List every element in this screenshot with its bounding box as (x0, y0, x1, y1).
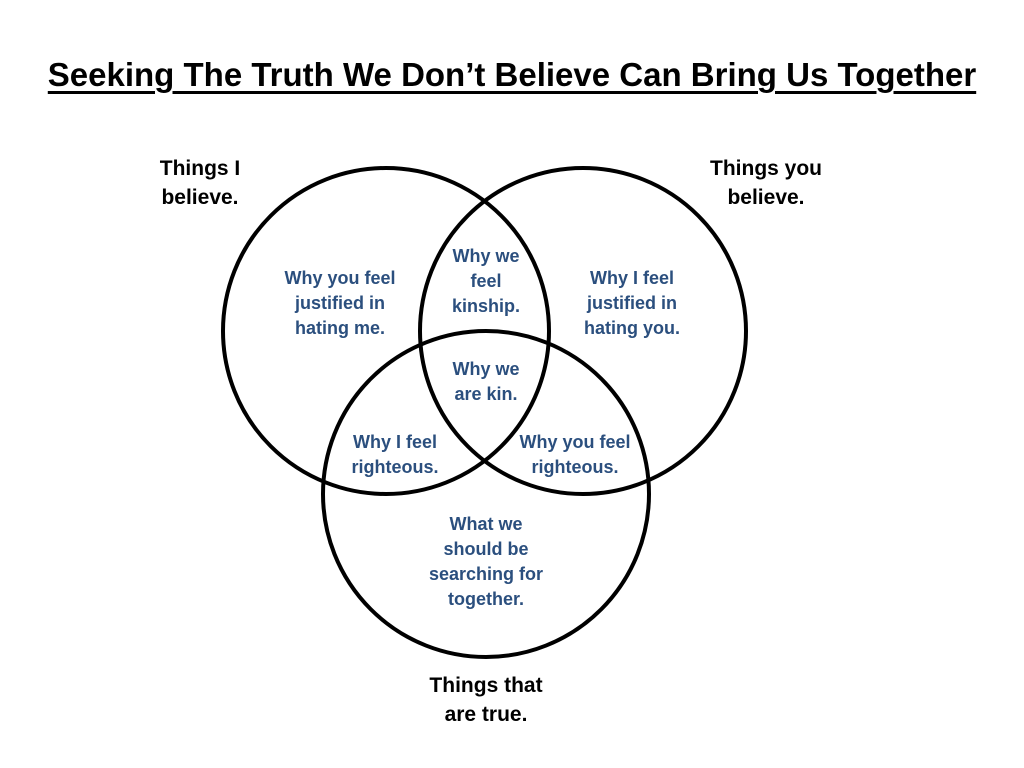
region-you-only: Why I feel justified in hating you. (584, 268, 680, 338)
region-i-and-you: Why we feel kinship. (451, 246, 520, 316)
circle-things-you-believe (418, 166, 748, 496)
region-you-and-true: Why you feel righteous. (519, 432, 631, 477)
circle-things-i-believe (221, 166, 551, 496)
page-title: Seeking The Truth We Don’t Believe Can B… (47, 56, 977, 93)
label-things-i-believe: Things I believe. (159, 157, 241, 209)
label-things-that-are-true: Things that are true. (429, 674, 543, 726)
circle-things-that-are-true (321, 329, 651, 659)
region-i-and-true: Why I feel righteous. (351, 432, 439, 477)
label-things-you-believe: Things you believe. (710, 157, 822, 209)
region-true-only: What we should be searching for together… (428, 514, 544, 609)
region-i-only: Why you feel justified in hating me. (284, 268, 396, 338)
region-all-three: Why we are kin. (452, 359, 520, 404)
